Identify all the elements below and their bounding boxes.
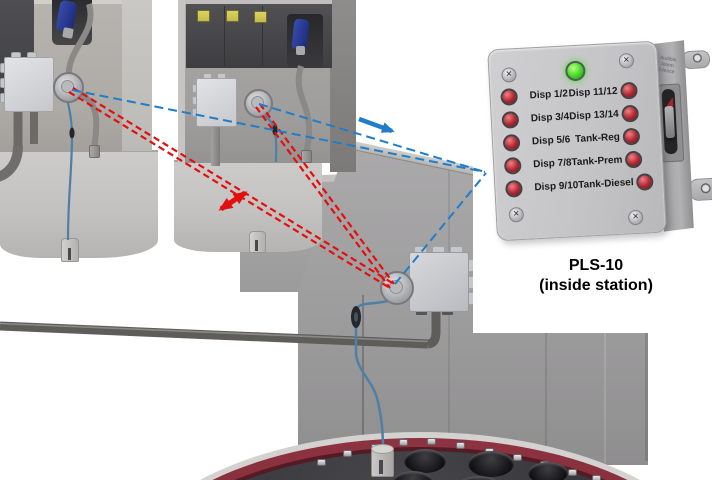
junction-box-foot bbox=[416, 309, 427, 315]
island-wire-cap-2-notch bbox=[255, 240, 258, 251]
dispenser-1-conduit-elbow bbox=[0, 145, 23, 182]
tank-bolt bbox=[399, 439, 408, 446]
dispenser-2-keypad-key bbox=[254, 11, 267, 23]
hose-end-fitting-2 bbox=[301, 150, 312, 163]
tank-bung-port bbox=[392, 471, 434, 480]
tank-bung-port bbox=[455, 476, 503, 480]
blue-direction-arrow bbox=[358, 116, 395, 134]
probe-wire-to-tank bbox=[354, 298, 392, 453]
red-wiring-line-disp2-a bbox=[255, 106, 391, 289]
dispenser-2-top-edge bbox=[178, 0, 332, 5]
red-wiring-line-disp2-b bbox=[259, 103, 395, 285]
blue-signal-line-disp2 bbox=[258, 103, 486, 173]
wall-right-edge bbox=[645, 333, 648, 461]
inset-caption-title: PLS-10 bbox=[568, 257, 624, 274]
hose-end-fitting-1 bbox=[89, 145, 100, 158]
dispenser-2-hose bbox=[295, 65, 313, 157]
dispenser-2-panel-seam bbox=[224, 6, 225, 66]
dispenser-2-keypad-key bbox=[197, 10, 210, 22]
junction-box-foot bbox=[442, 309, 453, 315]
wall-corner-seam bbox=[362, 295, 364, 457]
wire-splice-1 bbox=[69, 127, 75, 139]
blue-signal-line-central bbox=[394, 172, 487, 285]
blue-signal-line-disp1 bbox=[71, 89, 486, 173]
tank-bolt bbox=[427, 438, 436, 445]
tank-bung-port bbox=[468, 451, 514, 477]
shear-valve-sensor-1-core bbox=[61, 80, 74, 93]
wall-seam bbox=[545, 333, 547, 457]
tank-bolt bbox=[513, 454, 522, 461]
tank-bolt bbox=[592, 475, 601, 480]
probe-riser-cap-top bbox=[371, 444, 394, 454]
central-sensor-fitting bbox=[380, 271, 414, 305]
tank-bung-port bbox=[404, 449, 446, 473]
inset-caption: PLS-10 (inside station) bbox=[521, 256, 671, 296]
probe-wire-1 bbox=[65, 97, 74, 241]
dispenser-2-nozzle-collar bbox=[296, 46, 305, 55]
inset-caption-subtitle: (inside station) bbox=[539, 277, 653, 294]
dispenser-2-island bbox=[174, 160, 322, 252]
dispenser-2-side-face bbox=[330, 0, 356, 172]
wall-seam bbox=[604, 333, 606, 463]
tank-bung-port bbox=[528, 462, 568, 480]
tank-bolt bbox=[456, 442, 465, 449]
dispenser-2-junction-box-post bbox=[211, 124, 220, 166]
dispenser-2-left-edge bbox=[178, 0, 185, 163]
probe-riser-notch bbox=[379, 460, 383, 474]
red-double-arrow bbox=[218, 190, 248, 212]
dispenser-2-keypad-key bbox=[226, 10, 239, 22]
conduit-elbow-to-junction-box bbox=[426, 306, 441, 349]
dispenser-1-junction-box bbox=[4, 57, 54, 112]
tank-bolt bbox=[317, 459, 326, 466]
tank-bolt bbox=[568, 469, 577, 476]
red-wiring-line-disp1-b bbox=[72, 87, 395, 285]
tank-bolt bbox=[343, 450, 352, 457]
wire-splice-central-highlight bbox=[354, 312, 358, 322]
island-wire-cap-1-notch bbox=[68, 248, 71, 260]
dispenser-2-panel-seam bbox=[262, 6, 263, 66]
